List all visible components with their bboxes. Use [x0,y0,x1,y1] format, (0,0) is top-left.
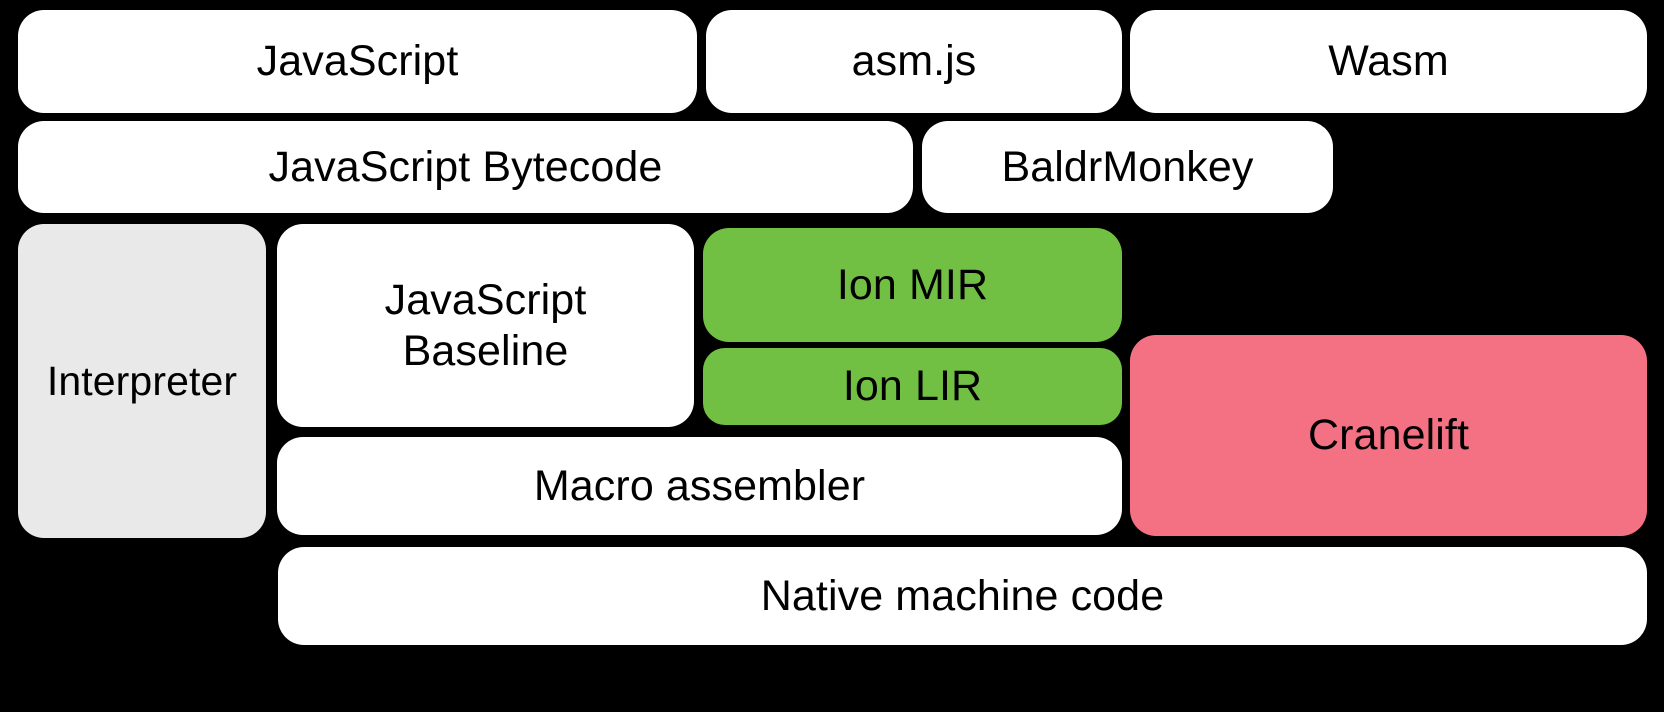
node-javascript-baseline[interactable]: JavaScript Baseline [277,224,694,427]
node-asm-js[interactable]: asm.js [706,10,1122,113]
node-baldrmonkey[interactable]: BaldrMonkey [922,121,1333,213]
node-ion-mir[interactable]: Ion MIR [703,228,1122,342]
node-javascript-bytecode[interactable]: JavaScript Bytecode [18,121,913,213]
node-interpreter[interactable]: Interpreter [18,224,266,538]
node-macro-assembler[interactable]: Macro assembler [277,437,1122,535]
node-cranelift[interactable]: Cranelift [1130,335,1647,536]
node-native-machine-code[interactable]: Native machine code [278,547,1647,645]
node-ion-lir[interactable]: Ion LIR [703,348,1122,425]
node-javascript[interactable]: JavaScript [18,10,697,113]
node-wasm[interactable]: Wasm [1130,10,1647,113]
